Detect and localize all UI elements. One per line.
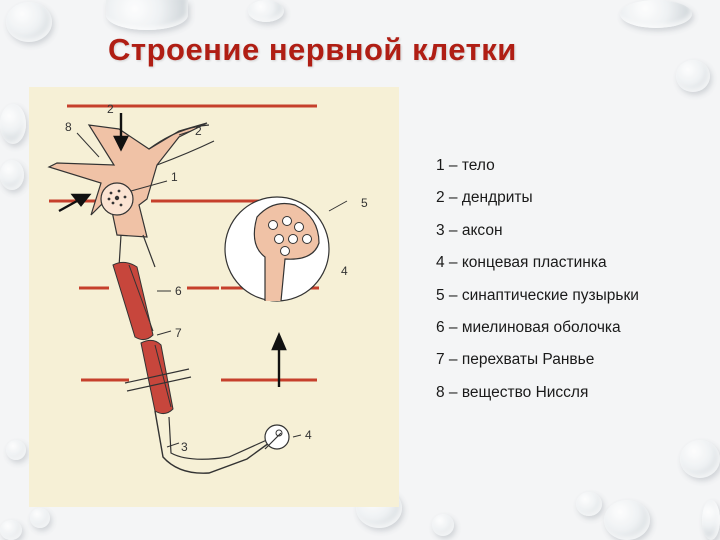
myelin-sheath xyxy=(112,261,154,341)
callout-2-top: 2 xyxy=(107,102,114,116)
neuron-drawing: 8 2 2 1 5 4 6 7 3 4 xyxy=(47,102,368,474)
water-drop xyxy=(6,440,26,460)
callout-8: 8 xyxy=(65,120,72,134)
legend-list: 1 – тело 2 – дендриты 3 – аксон 4 – конц… xyxy=(436,155,639,414)
neuron-diagram: 8 2 2 1 5 4 6 7 3 4 xyxy=(29,87,399,507)
callout-1: 1 xyxy=(171,170,178,184)
legend-item: 7 – перехваты Ранвье xyxy=(436,351,595,369)
water-drop xyxy=(576,492,602,516)
water-drop xyxy=(0,520,22,540)
water-drop xyxy=(6,2,52,42)
legend-item: 2 – дендриты xyxy=(436,189,533,207)
synaptic-vesicles xyxy=(268,216,312,256)
water-drop xyxy=(702,500,720,540)
axon xyxy=(154,410,270,474)
callout-4-end: 4 xyxy=(305,428,312,442)
water-drop xyxy=(432,514,454,536)
legend-item: 8 – вещество Ниссля xyxy=(436,383,589,401)
legend-item: 6 – миелиновая оболочка xyxy=(436,318,621,336)
guide-lines xyxy=(49,104,319,382)
myelin-sheath xyxy=(140,339,174,415)
water-drop xyxy=(0,104,26,144)
callout-4-synapse: 4 xyxy=(341,264,348,278)
water-drop xyxy=(676,60,710,92)
legend-item: 3 – аксон xyxy=(436,221,503,239)
callout-7: 7 xyxy=(175,326,182,340)
legend-item: 5 – синаптические пузырьки xyxy=(436,286,639,304)
slide-title: Строение нервной клетки xyxy=(108,32,517,67)
water-drop xyxy=(604,500,650,540)
water-drop xyxy=(106,0,188,30)
water-drop xyxy=(680,440,720,478)
callout-5: 5 xyxy=(361,196,368,210)
legend-item: 4 – концевая пластинка xyxy=(436,254,607,272)
water-drop xyxy=(30,508,50,528)
callout-2-right: 2 xyxy=(195,124,202,138)
callout-6: 6 xyxy=(175,284,182,298)
legend-item: 1 – тело xyxy=(436,157,495,174)
water-drop xyxy=(620,0,692,28)
callout-3: 3 xyxy=(181,440,188,454)
water-drop xyxy=(248,0,284,22)
water-drop xyxy=(0,160,24,190)
neuron-cell-body xyxy=(47,122,208,238)
